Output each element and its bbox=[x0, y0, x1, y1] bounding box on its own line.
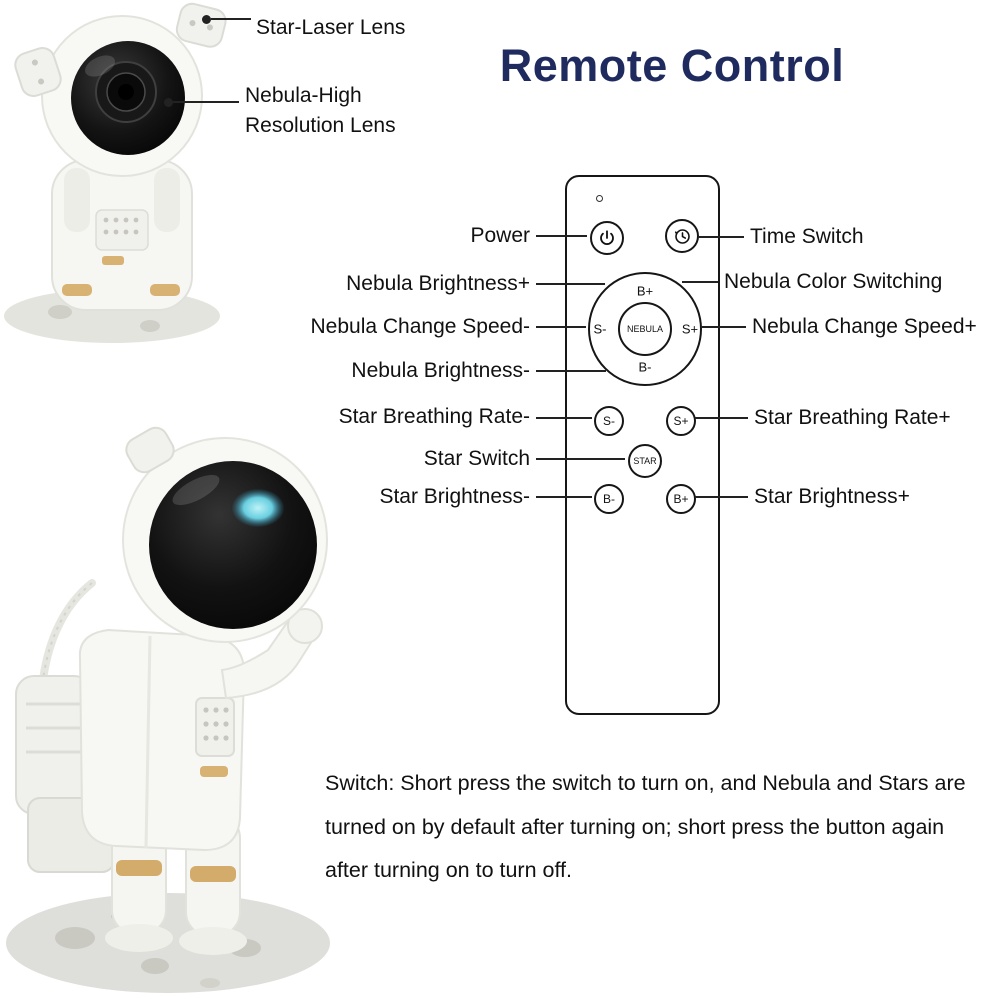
remote-control: B+ S- S+ B- NEBULA S- S+ STAR B- B+ bbox=[565, 175, 720, 715]
astronaut-body bbox=[78, 608, 323, 852]
callout-dot-nebula-lens bbox=[164, 98, 173, 107]
line-time-switch bbox=[698, 236, 744, 238]
callout-nebula-lens: Nebula-High Resolution Lens bbox=[245, 81, 396, 141]
line-nebula-change-speed-plus bbox=[701, 326, 746, 328]
label-nebula-change-speed-plus: Nebula Change Speed+ bbox=[752, 315, 977, 338]
astronaut-helmet-large bbox=[122, 426, 328, 643]
label-star-breathing-rate-plus: Star Breathing Rate+ bbox=[754, 406, 951, 429]
line-star-breathing-rate-minus bbox=[536, 417, 592, 419]
label-star-brightness-plus: Star Brightness+ bbox=[754, 485, 910, 508]
label-nebula-brightness-minus: Nebula Brightness- bbox=[351, 359, 530, 382]
line-nebula-brightness-plus bbox=[536, 283, 605, 285]
nebula-reflection bbox=[232, 489, 284, 527]
label-star-breathing-rate-minus: Star Breathing Rate- bbox=[338, 405, 530, 428]
label-time-switch: Time Switch bbox=[750, 225, 864, 248]
dpad-nebula-brightness-plus: B+ bbox=[636, 283, 654, 299]
line-nebula-change-speed-minus bbox=[536, 326, 586, 328]
star-rate-minus-button: S- bbox=[594, 406, 624, 436]
switch-instructions: Switch: Short press the switch to turn o… bbox=[325, 771, 966, 882]
line-nebula-brightness-minus bbox=[536, 370, 606, 372]
dpad-nebula-brightness-minus: B- bbox=[638, 359, 652, 375]
label-star-switch: Star Switch bbox=[423, 447, 530, 470]
power-icon bbox=[600, 230, 614, 245]
callout-star-laser-lens: Star-Laser Lens bbox=[256, 16, 406, 39]
dpad-nebula-speed-minus: S- bbox=[593, 321, 607, 337]
line-power bbox=[536, 235, 587, 237]
label-star-brightness-minus: Star Brightness- bbox=[379, 485, 530, 508]
astronaut-head-photo bbox=[0, 0, 250, 345]
page-title: Remote Control bbox=[499, 40, 845, 91]
callout-line-nebula-lens bbox=[173, 101, 239, 103]
star-brightness-minus-button: B- bbox=[594, 484, 624, 514]
astronaut-helmet bbox=[14, 2, 227, 177]
time-switch-button bbox=[665, 219, 699, 253]
callout-dot-star-laser bbox=[202, 15, 211, 24]
power-button bbox=[590, 221, 624, 255]
astronaut-head-illustration bbox=[4, 2, 227, 343]
visor-large bbox=[149, 461, 317, 629]
callout-nebula-lens-line1: Nebula-High bbox=[245, 84, 362, 107]
star-brightness-plus-button: B+ bbox=[666, 484, 696, 514]
line-star-brightness-minus bbox=[536, 496, 592, 498]
nebula-button: NEBULA bbox=[618, 302, 672, 356]
callout-line-star-laser bbox=[211, 18, 251, 20]
dpad-nebula-speed-plus: S+ bbox=[681, 321, 699, 337]
label-nebula-color-switching: Nebula Color Switching bbox=[724, 270, 943, 293]
label-nebula-brightness-plus: Nebula Brightness+ bbox=[346, 272, 530, 295]
line-star-switch bbox=[536, 458, 625, 460]
astronaut-torso bbox=[51, 150, 193, 311]
time-switch-icon bbox=[674, 228, 690, 244]
label-power: Power bbox=[470, 224, 530, 247]
callout-nebula-lens-line2: Resolution Lens bbox=[245, 114, 396, 137]
line-star-brightness-plus bbox=[695, 496, 748, 498]
star-switch-button: STAR bbox=[628, 444, 662, 478]
astronaut-full-illustration bbox=[6, 426, 330, 993]
led-indicator bbox=[596, 195, 603, 202]
line-star-breathing-rate-plus bbox=[695, 417, 748, 419]
line-nebula-color-switching bbox=[682, 281, 718, 283]
astronaut-full-photo bbox=[0, 398, 350, 1000]
label-nebula-change-speed-minus: Nebula Change Speed- bbox=[310, 315, 531, 338]
star-rate-plus-button: S+ bbox=[666, 406, 696, 436]
